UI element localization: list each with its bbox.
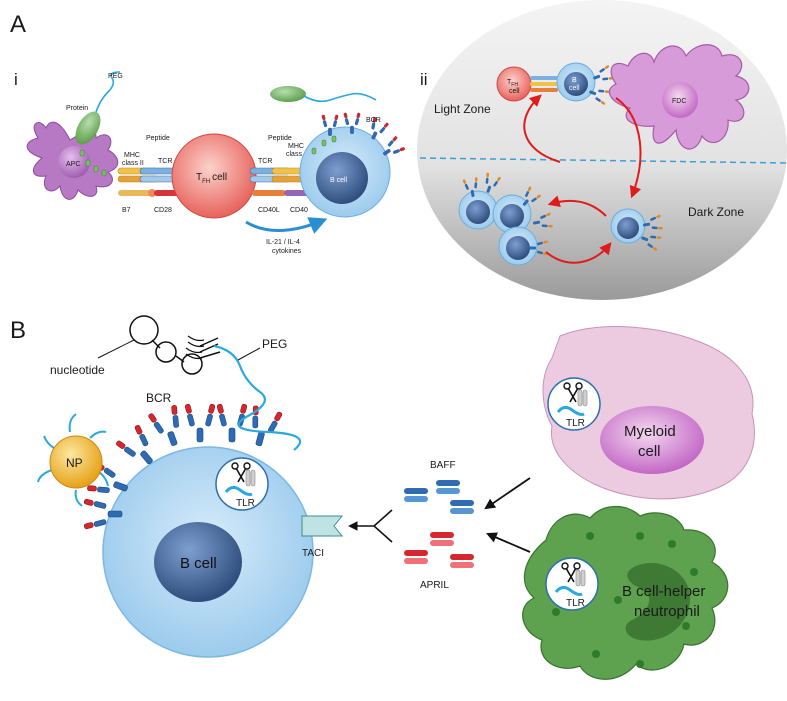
cd40l-label: CD40L bbox=[258, 207, 280, 214]
panel-label-a: A bbox=[10, 11, 26, 38]
light-zone-label: Light Zone bbox=[434, 102, 491, 116]
taci-arrow bbox=[350, 509, 393, 543]
myeloid-label-1: Myeloid bbox=[624, 423, 676, 440]
neutrophil-label-1: B cell-helper bbox=[622, 583, 705, 600]
germinal-center bbox=[417, 0, 787, 300]
taci-label: TACI bbox=[302, 548, 324, 559]
nanoparticle bbox=[49, 435, 103, 489]
b-cell-label-ai: B cell bbox=[330, 177, 348, 184]
myeloid-label-2: cell bbox=[638, 443, 661, 460]
panel-label-b: B bbox=[10, 317, 26, 344]
tfh-label-aii: TFH bbox=[507, 79, 518, 88]
peg-label-b: PEG bbox=[262, 337, 287, 351]
fdc-nucleus bbox=[662, 82, 698, 118]
nucleotide-loop-1 bbox=[129, 315, 159, 345]
mhc-label-left-2: class II bbox=[122, 160, 144, 167]
nucleotide-label: nucleotide bbox=[50, 363, 105, 377]
arrow-to-dark bbox=[615, 97, 642, 199]
baff-group bbox=[404, 480, 474, 514]
np-label: NP bbox=[66, 456, 83, 470]
dark-zone-label: Dark Zone bbox=[688, 205, 744, 219]
tcr-label-left: TCR bbox=[158, 158, 172, 165]
panel-label-a-i: i bbox=[14, 70, 18, 89]
tlr-label-neutrophil: TLR bbox=[566, 598, 585, 609]
nucleotide-loop-2 bbox=[155, 341, 177, 363]
arrow-myeloid bbox=[484, 477, 531, 510]
myeloid-nucleus bbox=[600, 406, 704, 474]
protein-blob-ai-2 bbox=[270, 86, 306, 102]
april-group bbox=[404, 532, 474, 568]
cd28-label: CD28 bbox=[154, 207, 172, 214]
peg-chain-b bbox=[213, 344, 301, 451]
neutrophil-cell bbox=[522, 505, 729, 680]
neutrophil-nucleus bbox=[625, 562, 690, 641]
protein-blob bbox=[75, 111, 101, 145]
cytokine-arrow bbox=[245, 217, 328, 234]
tcr-label-right: TCR bbox=[258, 158, 272, 165]
fdc-label: FDC bbox=[672, 98, 686, 105]
peg-chain-ai-2 bbox=[303, 92, 377, 103]
cytokine-label-1: IL-21 / IL-4 bbox=[266, 239, 300, 246]
protein-label: Protein bbox=[66, 105, 88, 112]
cd40-label: CD40 bbox=[290, 207, 308, 214]
zone-divider bbox=[419, 157, 787, 164]
b-cell-label-b: B cell bbox=[180, 555, 217, 572]
taci-receptor bbox=[301, 515, 344, 537]
neutrophil-label-2: neutrophil bbox=[634, 603, 700, 620]
b7-label: B7 bbox=[122, 207, 131, 214]
baff-label: BAFF bbox=[430, 460, 456, 471]
tlr-label-myeloid: TLR bbox=[566, 418, 585, 429]
cytokine-label-2: cytokines bbox=[272, 248, 302, 255]
arrow-select-up bbox=[523, 94, 561, 163]
tfh-suffix-aii: cell bbox=[509, 88, 520, 95]
peg-label-ai: PEG bbox=[108, 73, 123, 80]
apc-label: APC bbox=[66, 161, 80, 168]
b-cell-ai-nucleus bbox=[316, 152, 368, 204]
panel-label-a-ii: ii bbox=[420, 70, 428, 89]
peptide-label-left: Peptide bbox=[146, 135, 170, 142]
peptide-label-right: Peptide bbox=[268, 135, 292, 142]
mhc-label-right-2: class II bbox=[286, 151, 308, 158]
bcr-label-ai: BCR bbox=[366, 117, 381, 124]
mhc-label-right-1: MHC bbox=[288, 143, 304, 150]
peg-leader-b bbox=[237, 347, 261, 361]
panel-a-ii: Light Zone Dark Zone TFH cell B cell FDC bbox=[417, 0, 787, 300]
arrow-cycle bbox=[545, 242, 612, 264]
mhc-label-left-1: MHC bbox=[124, 152, 140, 159]
b-cell-label-aii-1: B bbox=[572, 77, 577, 84]
tlr-label-bcell: TLR bbox=[236, 498, 255, 509]
april-label: APRIL bbox=[420, 580, 449, 591]
arrow-proliferate bbox=[547, 195, 607, 217]
panel-b: B cell BCR nucleotide PEG NP TLR TACI bbox=[37, 315, 755, 680]
nucleotide-leader bbox=[97, 339, 135, 359]
nucleotide-loop-3 bbox=[181, 353, 203, 375]
b-cell-b-nucleus bbox=[154, 522, 242, 602]
panel-a-i: APC PEG Protein MHC class II Peptide TCR… bbox=[26, 71, 406, 255]
arrow-neutrophil bbox=[486, 532, 531, 553]
peg-chain bbox=[95, 71, 121, 113]
b-cell-label-aii-2: cell bbox=[569, 85, 580, 92]
bcr-label-b: BCR bbox=[146, 391, 172, 405]
